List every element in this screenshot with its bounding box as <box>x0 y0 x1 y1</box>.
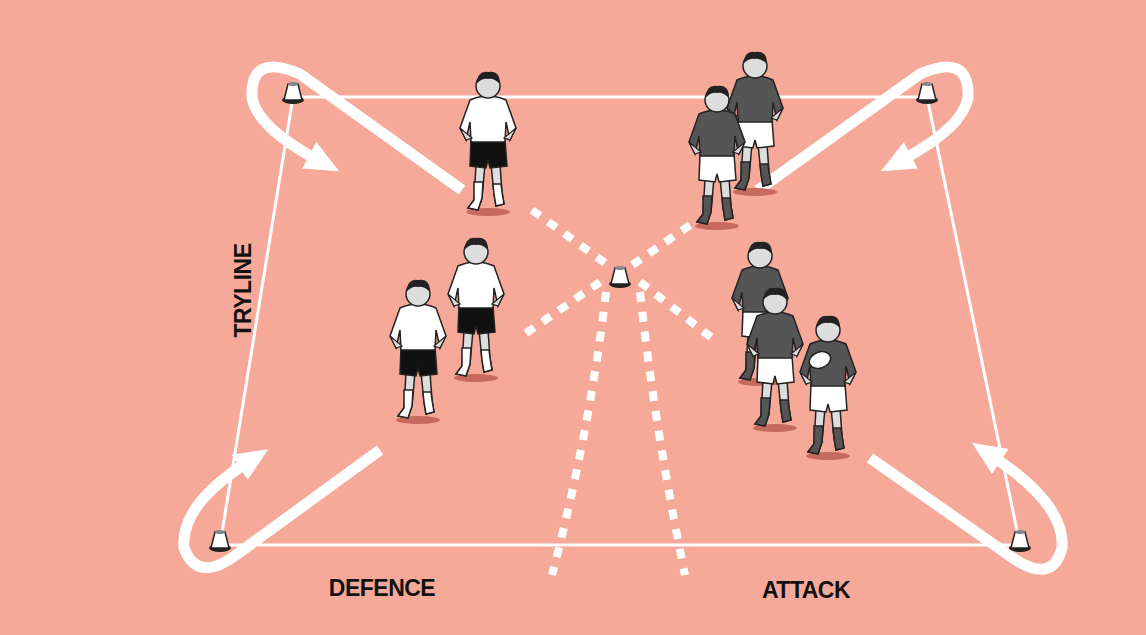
field-label: DEFENCE <box>329 575 435 602</box>
field-label: ATTACK <box>762 577 850 604</box>
field-label: TRYLINE <box>229 243 256 337</box>
